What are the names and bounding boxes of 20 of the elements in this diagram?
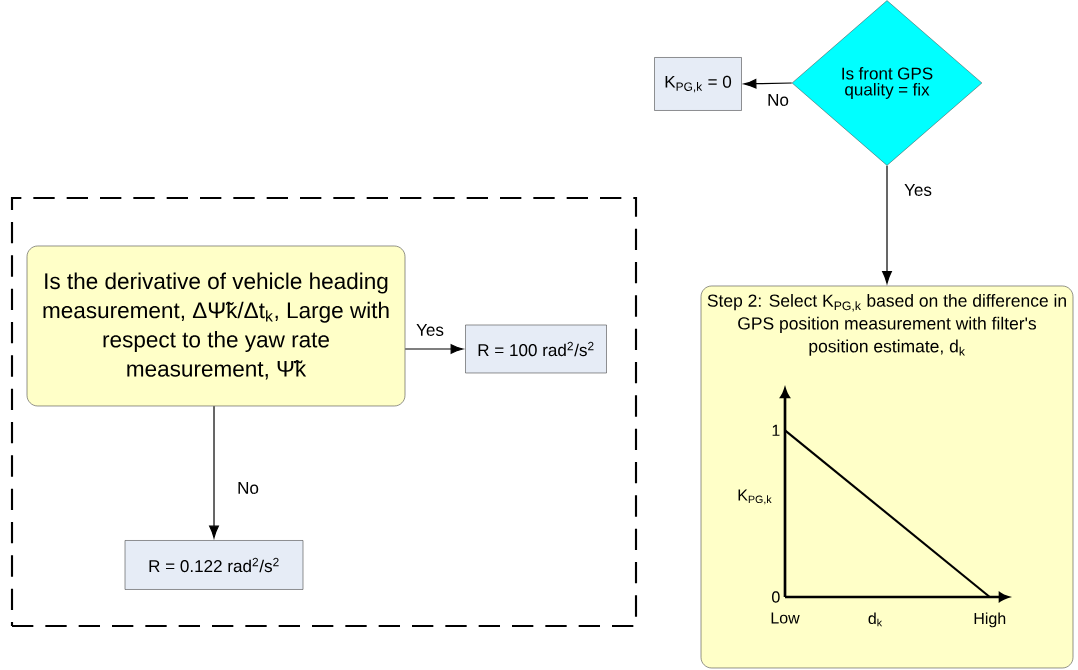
- x-tick-label: High: [974, 612, 1006, 628]
- y-tick-label: 1: [772, 424, 780, 436]
- arrow: [209, 405, 219, 539]
- x-axis-title: d$_{k}$: [868, 612, 883, 627]
- dashed-group-box: [10, 196, 638, 628]
- arrow: [743, 78, 793, 89]
- edge-label: Yes: [904, 184, 932, 196]
- arrow: [404, 344, 464, 354]
- question-box: Is the derivative of vehicle heading measurement, ΔΨ̃k/Δt$_{k}$, Large with respect to the yaw rate measurement, Ψ̃̇k: [26, 245, 406, 407]
- edge-label: No: [768, 94, 789, 106]
- edge-label: Yes: [416, 324, 444, 336]
- result-box: R = 0.122 rad$^{2}$/s$^{2}$: [124, 540, 304, 590]
- result-box: R = 100 rad$^{2}$/s$^{2}$: [465, 324, 607, 374]
- x-tick-label: Low: [771, 612, 800, 624]
- arrow: [882, 165, 892, 284]
- edge-label: No: [238, 482, 259, 494]
- result-box: K$_{PG,k}$ = 0: [654, 57, 742, 111]
- line-chart-drawing: Low High 0 1 d$_{k}$ K$_{PG,k}$: [738, 388, 1009, 628]
- y-tick-label: 0: [772, 591, 780, 603]
- y-axis-title: K$_{PG,k}$: [738, 489, 772, 505]
